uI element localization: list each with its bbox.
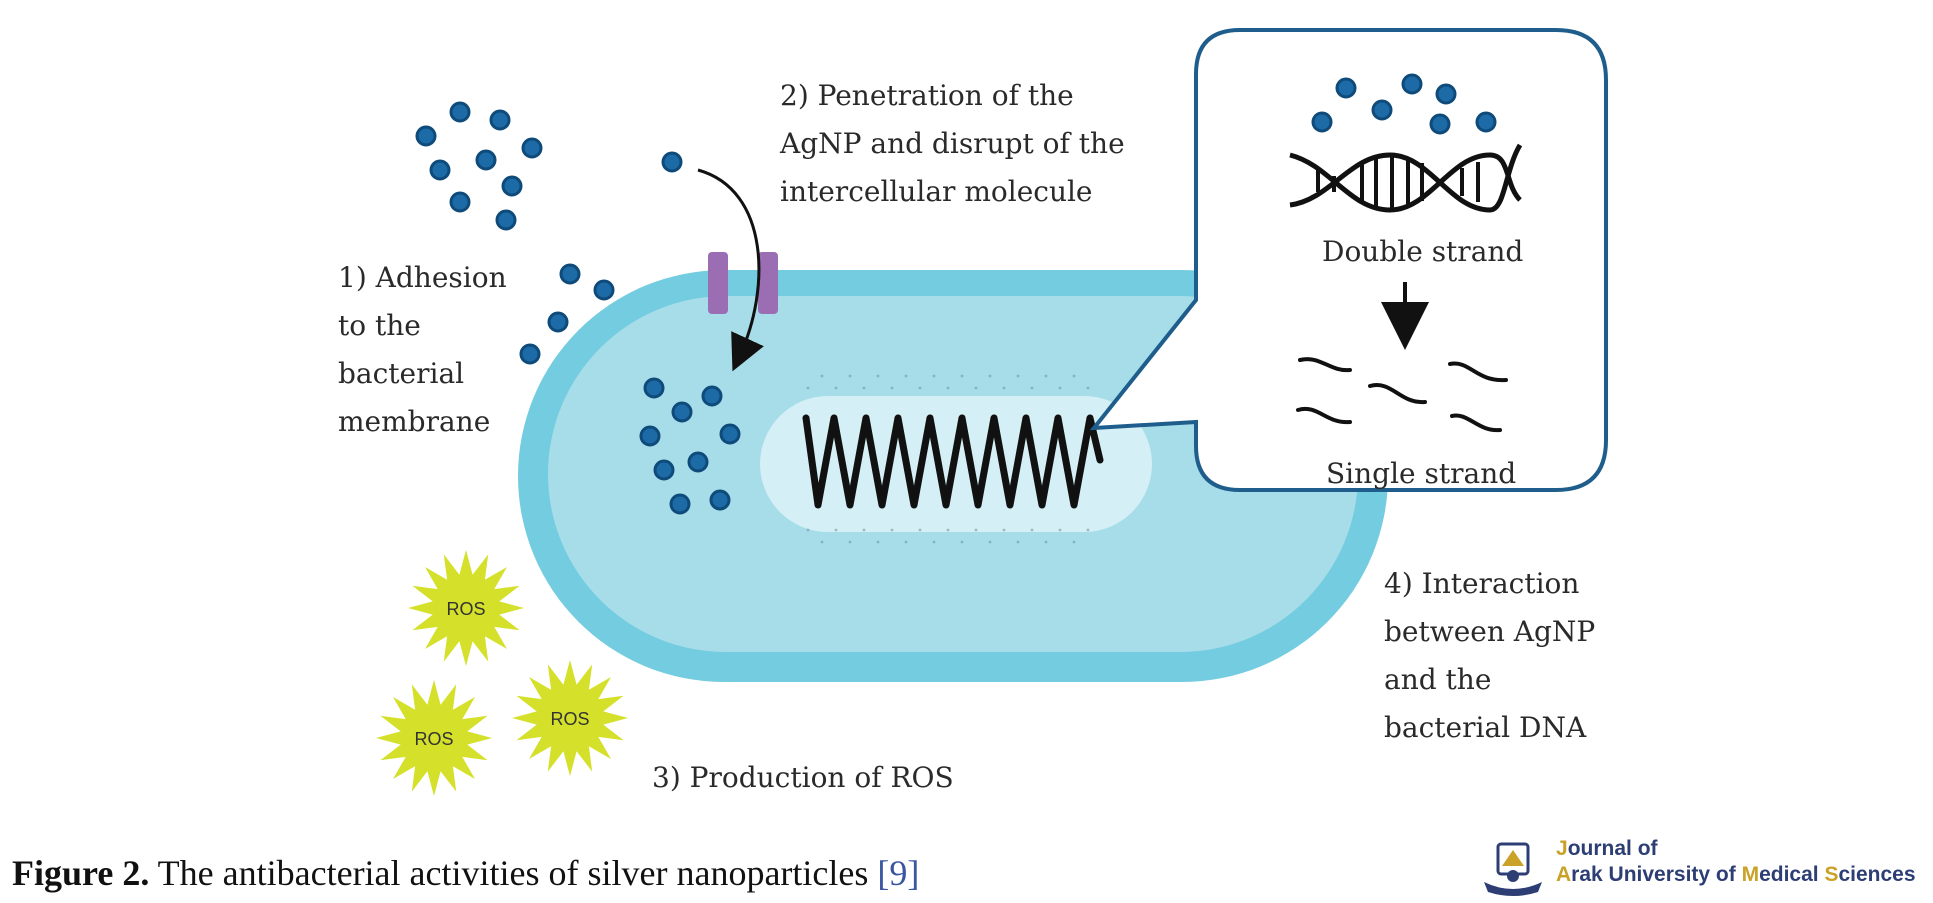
silver-nanoparticle [1475,111,1497,133]
membrane-channel-left [708,252,728,314]
journal-emblem-icon [1484,842,1542,896]
silver-nanoparticle [593,279,615,301]
step3-label: 3) Production of ROS [652,761,954,794]
silver-nanoparticle [1435,83,1457,105]
silver-nanoparticle [1335,77,1357,99]
ros-label: ROS [446,599,485,619]
silver-nanoparticle [643,377,665,399]
silver-nanoparticle [669,493,691,515]
single-strand-label: Single strand [1326,457,1517,490]
silver-nanoparticle [671,401,693,423]
silver-nanoparticle [661,151,683,173]
silver-nanoparticle [1401,73,1423,95]
silver-nanoparticle [521,137,543,159]
caption-figure-number: Figure 2. [12,853,150,893]
ros-burst: ROS [512,660,628,776]
ros-label: ROS [414,729,453,749]
silver-nanoparticle [519,343,541,365]
silver-nanoparticle [449,191,471,213]
silver-nanoparticle [1371,99,1393,121]
caption-text: The antibacterial activities of silver n… [149,853,878,893]
bacterial-dna [802,414,1104,509]
silver-nanoparticle [1429,113,1451,135]
caption-citation-link[interactable]: [9] [877,853,920,893]
silver-nanoparticle [719,423,741,445]
figure-caption: Figure 2. The antibacterial activities o… [12,852,919,894]
silver-nanoparticle [639,425,661,447]
silver-nanoparticle [1311,111,1333,133]
silver-nanoparticle [687,451,709,473]
silver-nanoparticle [449,101,471,123]
journal-name: Journal of Arak University of Medical Sc… [1556,837,1916,886]
nanoparticles [415,73,1497,515]
silver-nanoparticle [489,109,511,131]
single-strand-dna-icon [1296,357,1508,433]
silver-nanoparticle [709,489,731,511]
ros-bursts: ROS ROS ROS [376,550,628,796]
silver-nanoparticle [429,159,451,181]
silver-nanoparticle [495,209,517,231]
silver-nanoparticle [475,149,497,171]
ros-burst: ROS [408,550,524,666]
silver-nanoparticle [501,175,523,197]
silver-nanoparticle [547,311,569,333]
ros-burst: ROS [376,680,492,796]
double-strand-label: Double strand [1322,235,1524,268]
membrane-channel-right [758,252,778,314]
ros-label: ROS [550,709,589,729]
antibacterial-diagram: ROS ROS ROS [376,28,1608,796]
step2-label: 2) Penetration of the AgNP and disrupt o… [780,79,1125,208]
penetration-arrow [697,168,764,372]
journal-logo: Journal of Arak University of Medical Sc… [1478,836,1918,898]
silver-nanoparticle [701,385,723,407]
step1-label: 1) Adhesion to the bacterial membrane [338,261,507,438]
step4-label: 4) Interaction between AgNP and the bact… [1384,567,1596,744]
silver-nanoparticle [559,263,581,285]
dna-dots [806,374,1090,544]
silver-nanoparticle [653,459,675,481]
double-strand-dna-icon [1289,143,1523,213]
silver-nanoparticle [415,125,437,147]
